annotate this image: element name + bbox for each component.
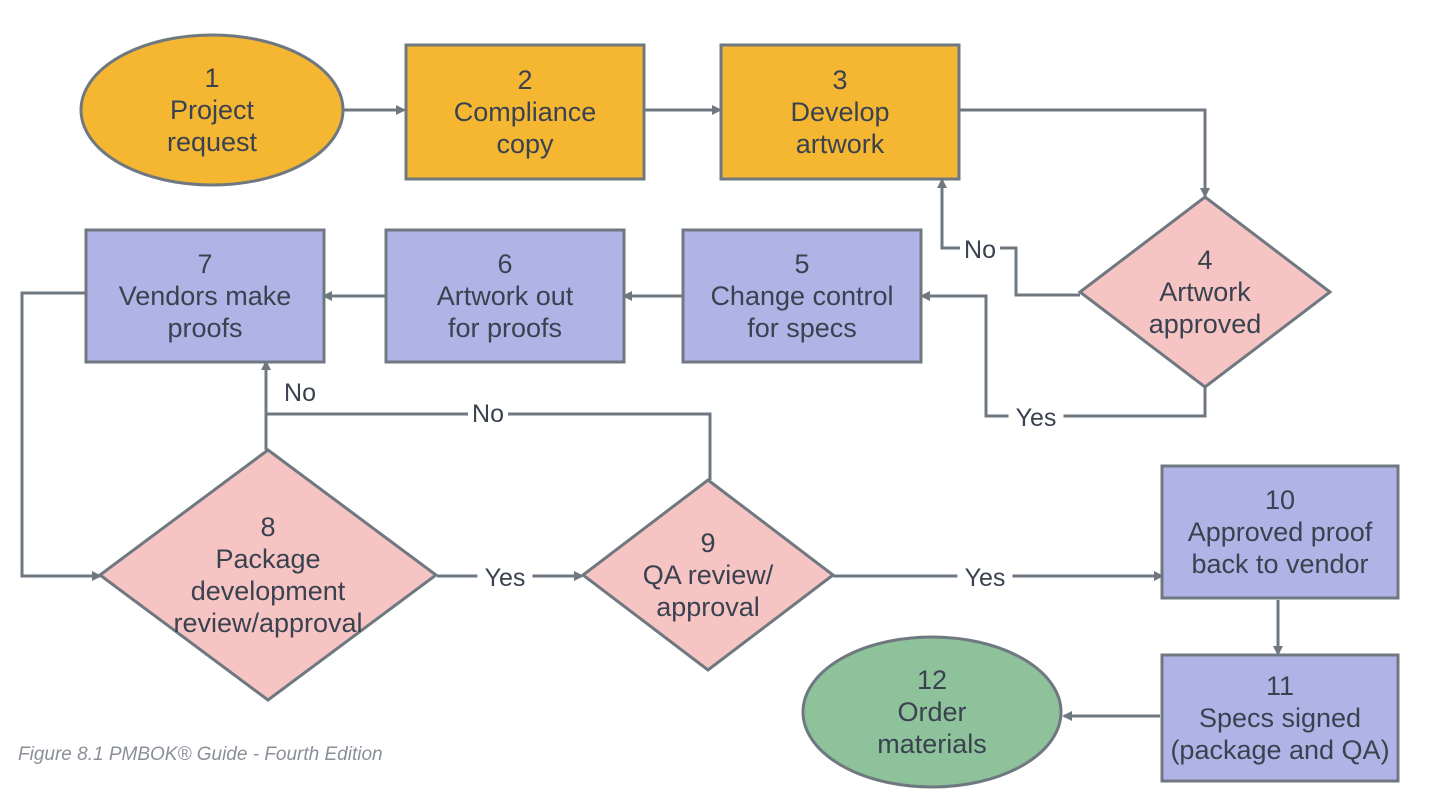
- node-label-line: (package and QA): [1170, 735, 1389, 765]
- diamond-shape: [97, 448, 439, 702]
- connector-line: [266, 412, 712, 480]
- node-label-line: Package: [215, 544, 320, 574]
- node-label-line: approved: [1149, 309, 1262, 339]
- edge-label: Yes: [485, 564, 526, 592]
- figure-caption: Figure 8.1 PMBOK® Guide - Fourth Edition: [18, 744, 383, 765]
- node-label-line: Artwork: [1159, 277, 1251, 307]
- edge-label: Yes: [1016, 404, 1057, 432]
- diamond-shape: [1077, 195, 1333, 389]
- rect-shape: [1160, 464, 1400, 600]
- node-label-line: Approved proof: [1188, 517, 1373, 547]
- node-number: 5: [794, 249, 809, 279]
- node-number: 4: [1197, 245, 1212, 275]
- node-label-line: Compliance: [454, 97, 597, 127]
- node-number: 8: [260, 512, 275, 542]
- edge-label: No: [472, 400, 504, 428]
- node-label-line: Change control: [710, 281, 893, 311]
- edge-e3-4: [960, 108, 1210, 198]
- node-label-line: Project: [170, 95, 255, 125]
- edge-e7-8: [20, 291, 102, 581]
- connector-line: [937, 178, 1080, 297]
- connector-line: [960, 108, 1210, 198]
- edge-label-background: [468, 399, 508, 427]
- node-label-line: Specs signed: [1199, 703, 1361, 733]
- edge-label-background: [960, 235, 1000, 263]
- edge-e4-5: Yes: [920, 291, 1207, 432]
- node-label-line: approval: [656, 592, 760, 622]
- rect-shape: [84, 228, 326, 364]
- node-label-line: Vendors make: [119, 281, 292, 311]
- edge-e9-10: Yes: [833, 563, 1164, 592]
- node-label-line: artwork: [796, 129, 885, 159]
- node-9: 9QA review/approval: [580, 478, 836, 672]
- connector-line: [920, 291, 1207, 418]
- node-number: 3: [832, 65, 847, 95]
- node-label-line: QA review/: [643, 560, 774, 590]
- node-number: 2: [517, 65, 532, 95]
- edge-label-background: [957, 563, 1013, 591]
- rect-shape: [681, 228, 923, 364]
- node-label-line: materials: [877, 729, 987, 759]
- rect-shape: [404, 43, 646, 181]
- node-label-line: Develop: [790, 97, 889, 127]
- edge-label-background: [280, 378, 320, 406]
- rect-shape: [1160, 653, 1400, 783]
- ellipse-shape: [801, 635, 1063, 789]
- node-number: 11: [1266, 671, 1294, 701]
- edge-e8-7: No: [261, 360, 320, 450]
- edge-label: No: [964, 236, 996, 264]
- node-number: 9: [700, 528, 715, 558]
- edge-label-background: [1008, 403, 1064, 431]
- node-number: 1: [204, 63, 219, 93]
- node-label-line: review/approval: [173, 608, 362, 638]
- rect-shape: [384, 228, 626, 364]
- node-number: 7: [197, 249, 212, 279]
- ellipse-shape: [79, 33, 345, 187]
- edge-e4-3: No: [937, 178, 1080, 297]
- node-label-line: Artwork out: [437, 281, 574, 311]
- node-label-line: development: [191, 576, 346, 606]
- connector-line: [20, 291, 102, 581]
- node-label-line: for proofs: [448, 313, 562, 343]
- edge-label-background: [477, 563, 533, 591]
- node-label-line: for specs: [747, 313, 857, 343]
- node-label-line: copy: [496, 129, 554, 159]
- edge-e8-9: Yes: [437, 563, 584, 592]
- node-label-line: proofs: [167, 313, 242, 343]
- diamond-shape: [580, 478, 836, 672]
- node-number: 12: [917, 665, 947, 695]
- rect-shape: [719, 43, 961, 181]
- node-number: 6: [497, 249, 512, 279]
- node-number: 10: [1265, 485, 1295, 515]
- node-label-line: request: [167, 127, 258, 157]
- edge-label: No: [284, 379, 316, 407]
- node-label-line: Order: [897, 697, 966, 727]
- edge-label: Yes: [965, 564, 1006, 592]
- node-label-line: back to vendor: [1191, 549, 1368, 579]
- edge-e9-7: No: [266, 399, 712, 480]
